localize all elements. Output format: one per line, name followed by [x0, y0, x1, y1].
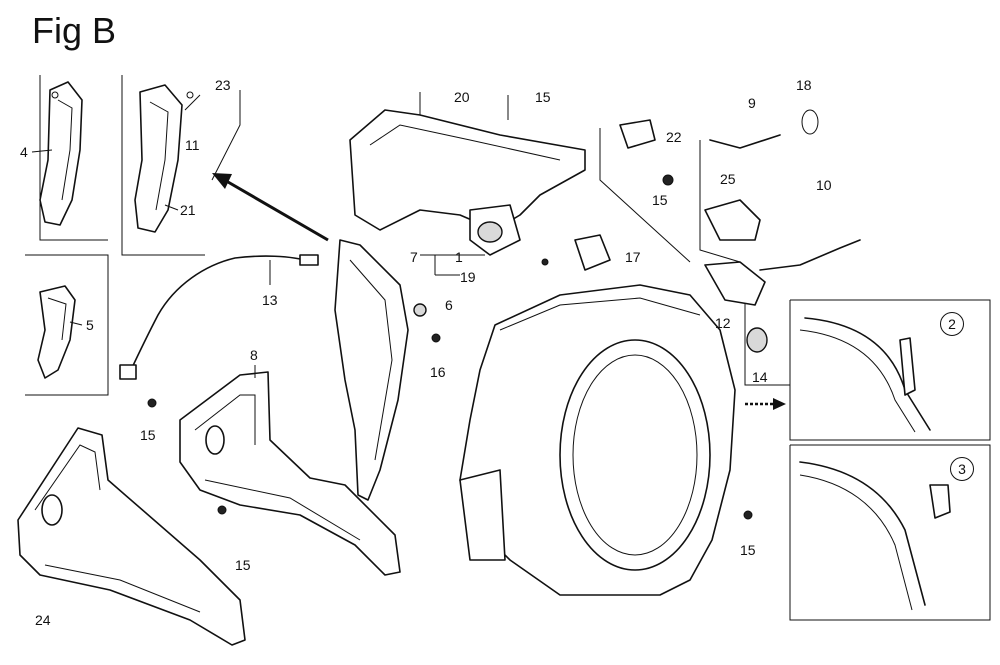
callout-19: 19	[460, 269, 476, 285]
callout-12: 12	[715, 315, 731, 331]
part-5-bracket	[37, 285, 76, 379]
callout-22: 22	[666, 129, 682, 145]
callout-20: 20	[454, 89, 470, 105]
part-8-deflector	[179, 371, 401, 576]
part-24-lower-cover	[17, 427, 246, 646]
callout-13: 13	[262, 292, 278, 308]
part-13-ignition-wire	[119, 254, 319, 380]
callout-9: 9	[748, 95, 756, 111]
callout-17: 17	[625, 249, 641, 265]
callout-15-shroud: 15	[740, 542, 756, 558]
figure-title: Fig B	[32, 10, 117, 51]
hardware	[147, 109, 861, 520]
callout-15-left: 15	[140, 427, 156, 443]
callout-16: 16	[430, 364, 446, 380]
callout-15-bottom: 15	[235, 557, 251, 573]
callout-23: 23	[215, 77, 231, 93]
detail-view-3	[799, 461, 951, 611]
callout-24: 24	[35, 612, 51, 628]
callout-25: 25	[720, 171, 736, 187]
callout-11: 11	[185, 137, 200, 153]
callout-7: 7	[410, 249, 418, 265]
part-21-shroud-plate	[134, 84, 201, 233]
inset-frames	[25, 75, 991, 621]
leader-lines	[31, 149, 485, 378]
callout-8: 8	[250, 347, 258, 363]
callout-4: 4	[20, 144, 28, 160]
callout-6: 6	[445, 297, 453, 313]
callout-18: 18	[796, 77, 812, 93]
callout-14: 14	[752, 369, 768, 385]
part-4-shroud-plate	[39, 81, 83, 226]
callout-1: 1	[455, 249, 463, 265]
inner-shroud	[334, 239, 409, 501]
variant-3-badge: 3	[950, 457, 974, 481]
variant-2-badge: 2	[940, 312, 964, 336]
callout-15-top: 15	[535, 89, 551, 105]
callout-10: 10	[816, 177, 832, 193]
detail-view-2	[799, 317, 931, 433]
callout-15-right: 15	[652, 192, 668, 208]
callout-5: 5	[86, 317, 94, 333]
callout-21: 21	[180, 202, 196, 218]
upper-bracket	[349, 92, 586, 256]
detail-arrow	[212, 173, 786, 410]
fan-shroud	[459, 284, 736, 596]
